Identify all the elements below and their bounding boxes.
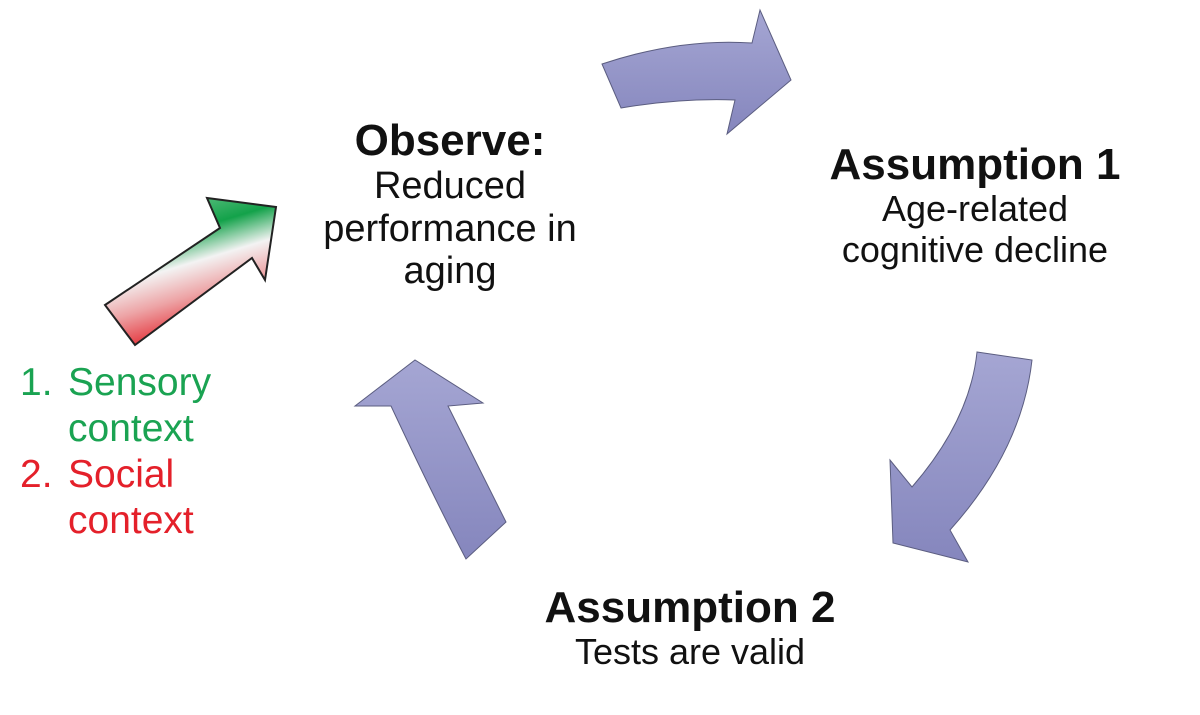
factor-list: 1. Sensory context 2. Social context xyxy=(20,360,211,544)
factor-number: 1. xyxy=(20,361,53,404)
observe-line: aging xyxy=(403,250,497,293)
factor-line: Sensory xyxy=(68,361,212,404)
factor-sensory: 1. Sensory context xyxy=(20,360,211,452)
factor-line: context xyxy=(68,407,194,451)
observe-title: Observe: xyxy=(354,116,546,165)
curved-arrow-up-icon xyxy=(353,359,507,560)
assumption1-node: Assumption 1 Age-related cognitive decli… xyxy=(770,140,1180,270)
assumption1-line: Age-related xyxy=(881,188,1069,230)
assumption2-line: Tests are valid xyxy=(574,631,806,673)
factor-line: context xyxy=(68,499,194,543)
assumption1-line: cognitive decline xyxy=(841,228,1109,270)
assumption2-title: Assumption 2 xyxy=(544,583,836,632)
observe-node: Observe: Reduced performance in aging xyxy=(280,116,620,293)
observe-line: performance in xyxy=(323,207,577,250)
gradient-arrow-up-right-icon xyxy=(103,196,278,347)
factor-line: Social xyxy=(68,453,175,497)
observe-line: Reduced xyxy=(373,165,527,208)
factor-number: 2. xyxy=(20,453,53,497)
factor-social: 2. Social context xyxy=(20,452,211,544)
assumption2-node: Assumption 2 Tests are valid xyxy=(480,583,900,673)
curved-arrow-down-icon xyxy=(889,351,1033,563)
curved-arrow-right-icon xyxy=(601,8,792,136)
assumption1-title: Assumption 1 xyxy=(829,140,1121,189)
